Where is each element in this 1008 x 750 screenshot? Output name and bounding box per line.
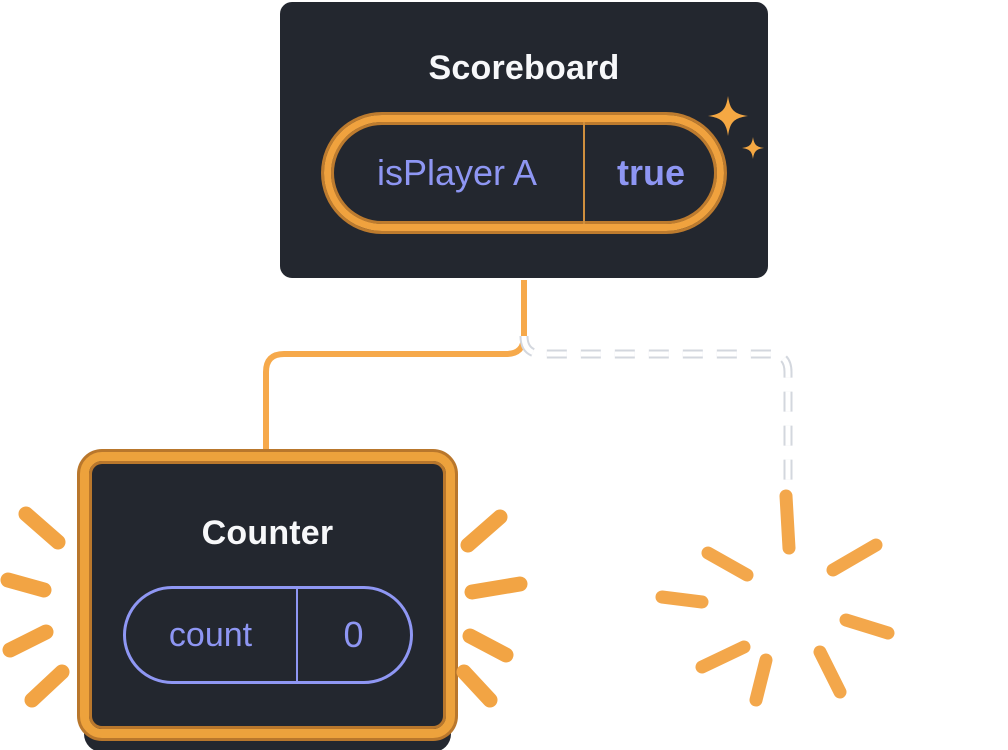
counter-state-pill: count 0 [122, 586, 413, 685]
emphasis-rays-icon [0, 506, 70, 708]
dashed-connector-outline [519, 335, 793, 480]
counter-state-value: 0 [343, 614, 364, 656]
counter-pill-divider [295, 589, 298, 682]
counter-title: Counter [201, 514, 334, 552]
scoreboard-state-key: isPlayer A [376, 152, 538, 194]
emphasis-rays-icon [456, 509, 528, 708]
scoreboard-pill-divider [583, 122, 585, 225]
scoreboard-state-value: true [616, 152, 685, 194]
scoreboard-card: Scoreboard isPlayer A true [278, 0, 770, 280]
counter-card: Counter count 0 [80, 452, 455, 738]
scoreboard-state-pill: isPlayer A true [324, 115, 724, 232]
counter-state-key: count [168, 615, 253, 654]
dashed-connector-line [521, 335, 791, 480]
solid-connector-line [263, 275, 527, 459]
burst-icon [655, 489, 895, 707]
scoreboard-title: Scoreboard [428, 49, 620, 87]
